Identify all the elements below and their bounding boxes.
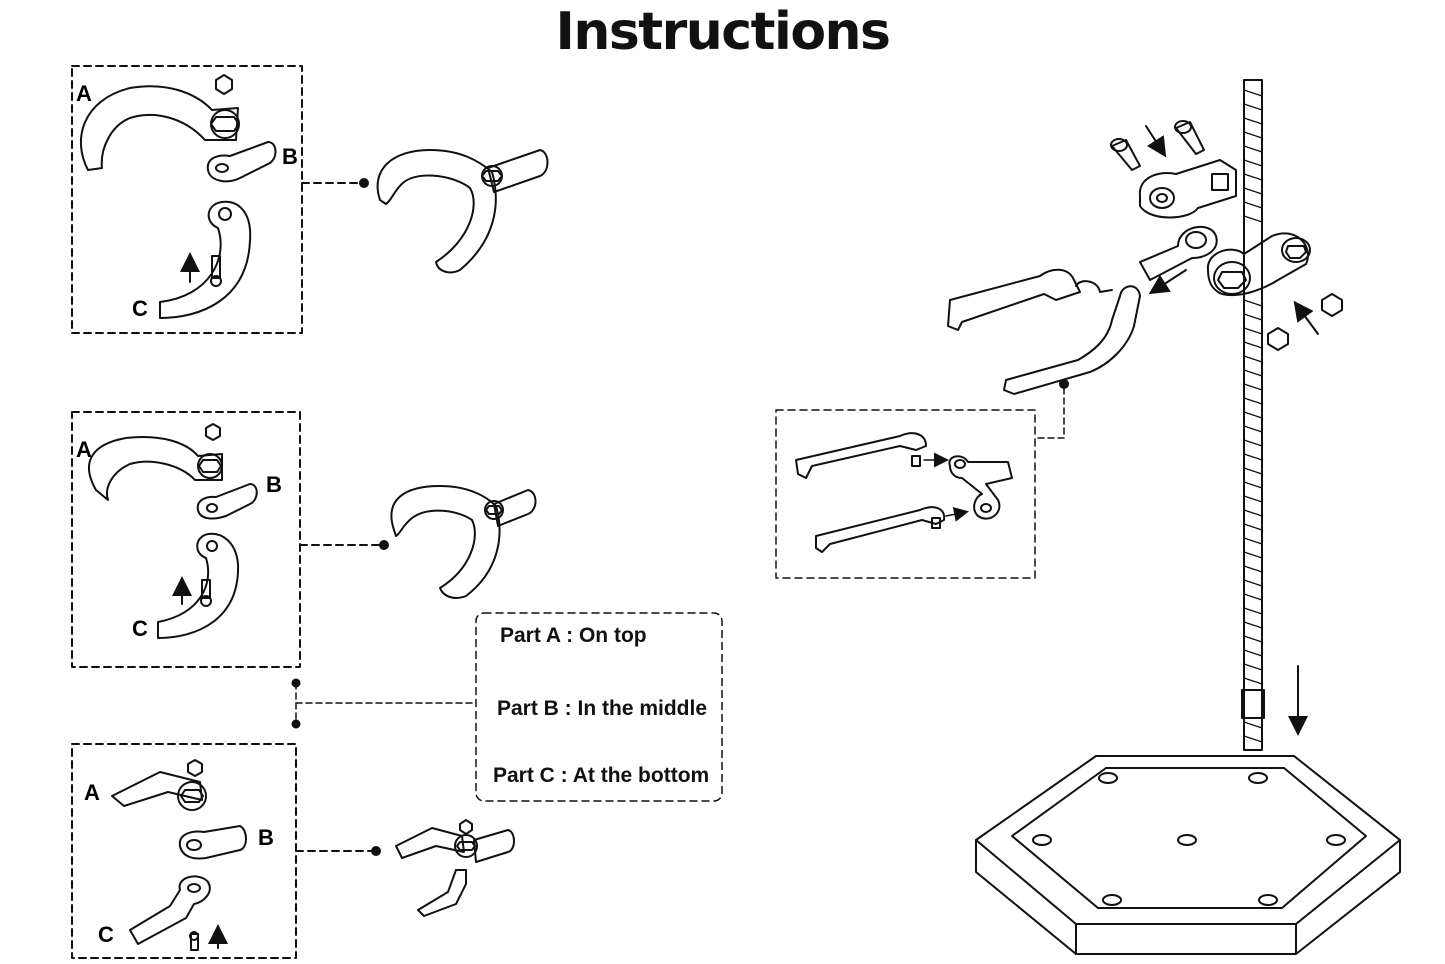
legend-part-c: Part C : At the bottom [493, 764, 710, 787]
step-1-label-c: C [132, 296, 148, 321]
step-2-part-b [196, 483, 258, 520]
step-1-assembled-clip [376, 149, 549, 274]
step-2-frame [71, 411, 301, 668]
nut-icon-1 [1321, 293, 1343, 317]
step-3-label-a: A [84, 780, 100, 805]
rod-clamp [1206, 232, 1309, 296]
step-2-exploded-parts [71, 411, 301, 668]
step-2-assembled-clip [390, 485, 537, 599]
step-1-part-b [206, 141, 277, 183]
clip-detail-connector [1035, 387, 1065, 439]
step-3-dot [371, 846, 381, 856]
step-3-assembled-clip [395, 819, 515, 917]
step-1-label-a: A [76, 81, 92, 106]
step-2-part-c [157, 532, 240, 639]
page-title: Instructions [555, 2, 891, 62]
step-3-label-b: B [258, 825, 274, 850]
step-3-screw-icon [190, 933, 199, 951]
upper-bracket [1138, 159, 1237, 219]
step-2-label-a: A [76, 437, 92, 462]
step-2-label-b: B [266, 472, 282, 497]
legend-part-a: Part A : On top [500, 624, 647, 647]
step-1-part-c [159, 200, 252, 319]
threaded-rod [1241, 79, 1265, 751]
step-3-part-c [129, 875, 211, 945]
step-1-frame [71, 65, 303, 334]
step-2-nut-icon [205, 423, 221, 441]
step-3-label-c: C [98, 922, 114, 947]
step-2-label-c: C [132, 616, 148, 641]
step-3-nut-icon [187, 759, 203, 777]
step-1-dot [359, 178, 369, 188]
step-3-part-b [178, 825, 247, 860]
large-clip [947, 268, 1141, 395]
step-2-part-a [88, 436, 223, 501]
bolt-icons [1110, 120, 1205, 171]
legend-part-b: Part B : In the middle [497, 697, 708, 720]
legend-dot-bottom [291, 719, 301, 729]
nut-icon-2 [1267, 327, 1289, 351]
step-3-part-a [111, 771, 203, 807]
legend-frame [475, 612, 723, 802]
step-1-label-b: B [282, 144, 298, 169]
hex-base [975, 755, 1401, 955]
step-1-nut-icon [215, 74, 233, 95]
middle-bracket [1139, 226, 1218, 281]
step-2-dot [379, 540, 389, 550]
nut-arrow-icon [1293, 300, 1319, 335]
legend-dot-top [291, 678, 301, 688]
clip-detail-parts [795, 432, 1013, 553]
rod-coupler [1241, 689, 1265, 719]
clip-detail-frame [775, 409, 1036, 579]
step-1-exploded-parts [71, 65, 303, 334]
middle-arrow-icon [1148, 269, 1187, 295]
